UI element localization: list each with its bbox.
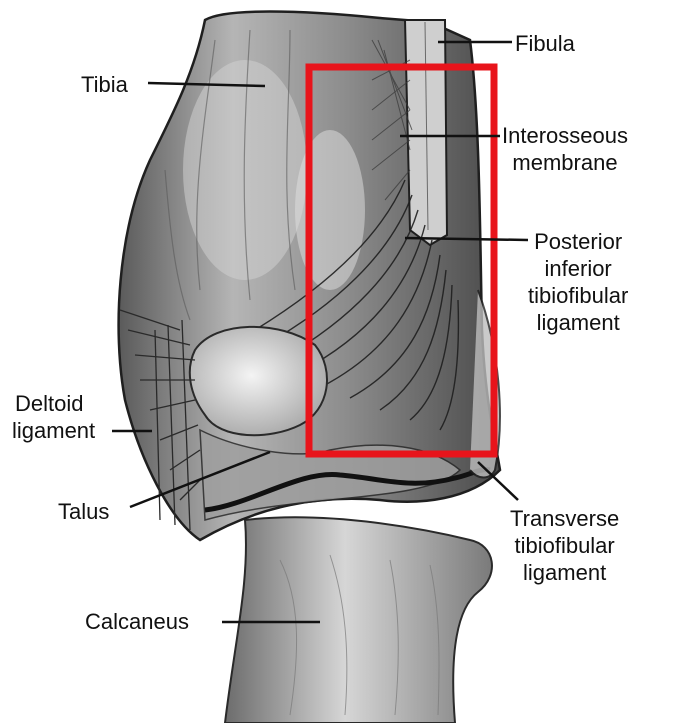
- label-talus: Talus: [58, 498, 109, 525]
- label-interosseous-membrane: Interosseous membrane: [502, 122, 628, 176]
- label-deltoid-ligament: Deltoid ligament: [12, 390, 95, 444]
- label-transverse-line-3: ligament: [510, 559, 619, 586]
- label-interosseous-line-2: membrane: [502, 149, 628, 176]
- label-deltoid-line-1: Deltoid: [12, 390, 95, 417]
- label-posterior-line-4: ligament: [528, 309, 628, 336]
- label-tibia: Tibia: [81, 71, 128, 98]
- label-posterior-line-1: Posterior: [528, 228, 628, 255]
- label-deltoid-line-2: ligament: [12, 417, 95, 444]
- label-calcaneus: Calcaneus: [85, 608, 189, 635]
- label-posterior-inferior-tibiofibular-ligament: Posterior inferior tibiofibular ligament: [528, 228, 628, 336]
- label-fibula: Fibula: [515, 30, 575, 57]
- label-transverse-line-1: Transverse: [510, 505, 619, 532]
- label-interosseous-line-1: Interosseous: [502, 122, 628, 149]
- calcaneus-bone: [225, 517, 492, 723]
- label-transverse-tibiofibular-ligament: Transverse tibiofibular ligament: [510, 505, 619, 586]
- label-posterior-line-2: inferior: [528, 255, 628, 282]
- label-posterior-line-3: tibiofibular: [528, 282, 628, 309]
- fibula-bone: [405, 20, 447, 245]
- label-transverse-line-2: tibiofibular: [510, 532, 619, 559]
